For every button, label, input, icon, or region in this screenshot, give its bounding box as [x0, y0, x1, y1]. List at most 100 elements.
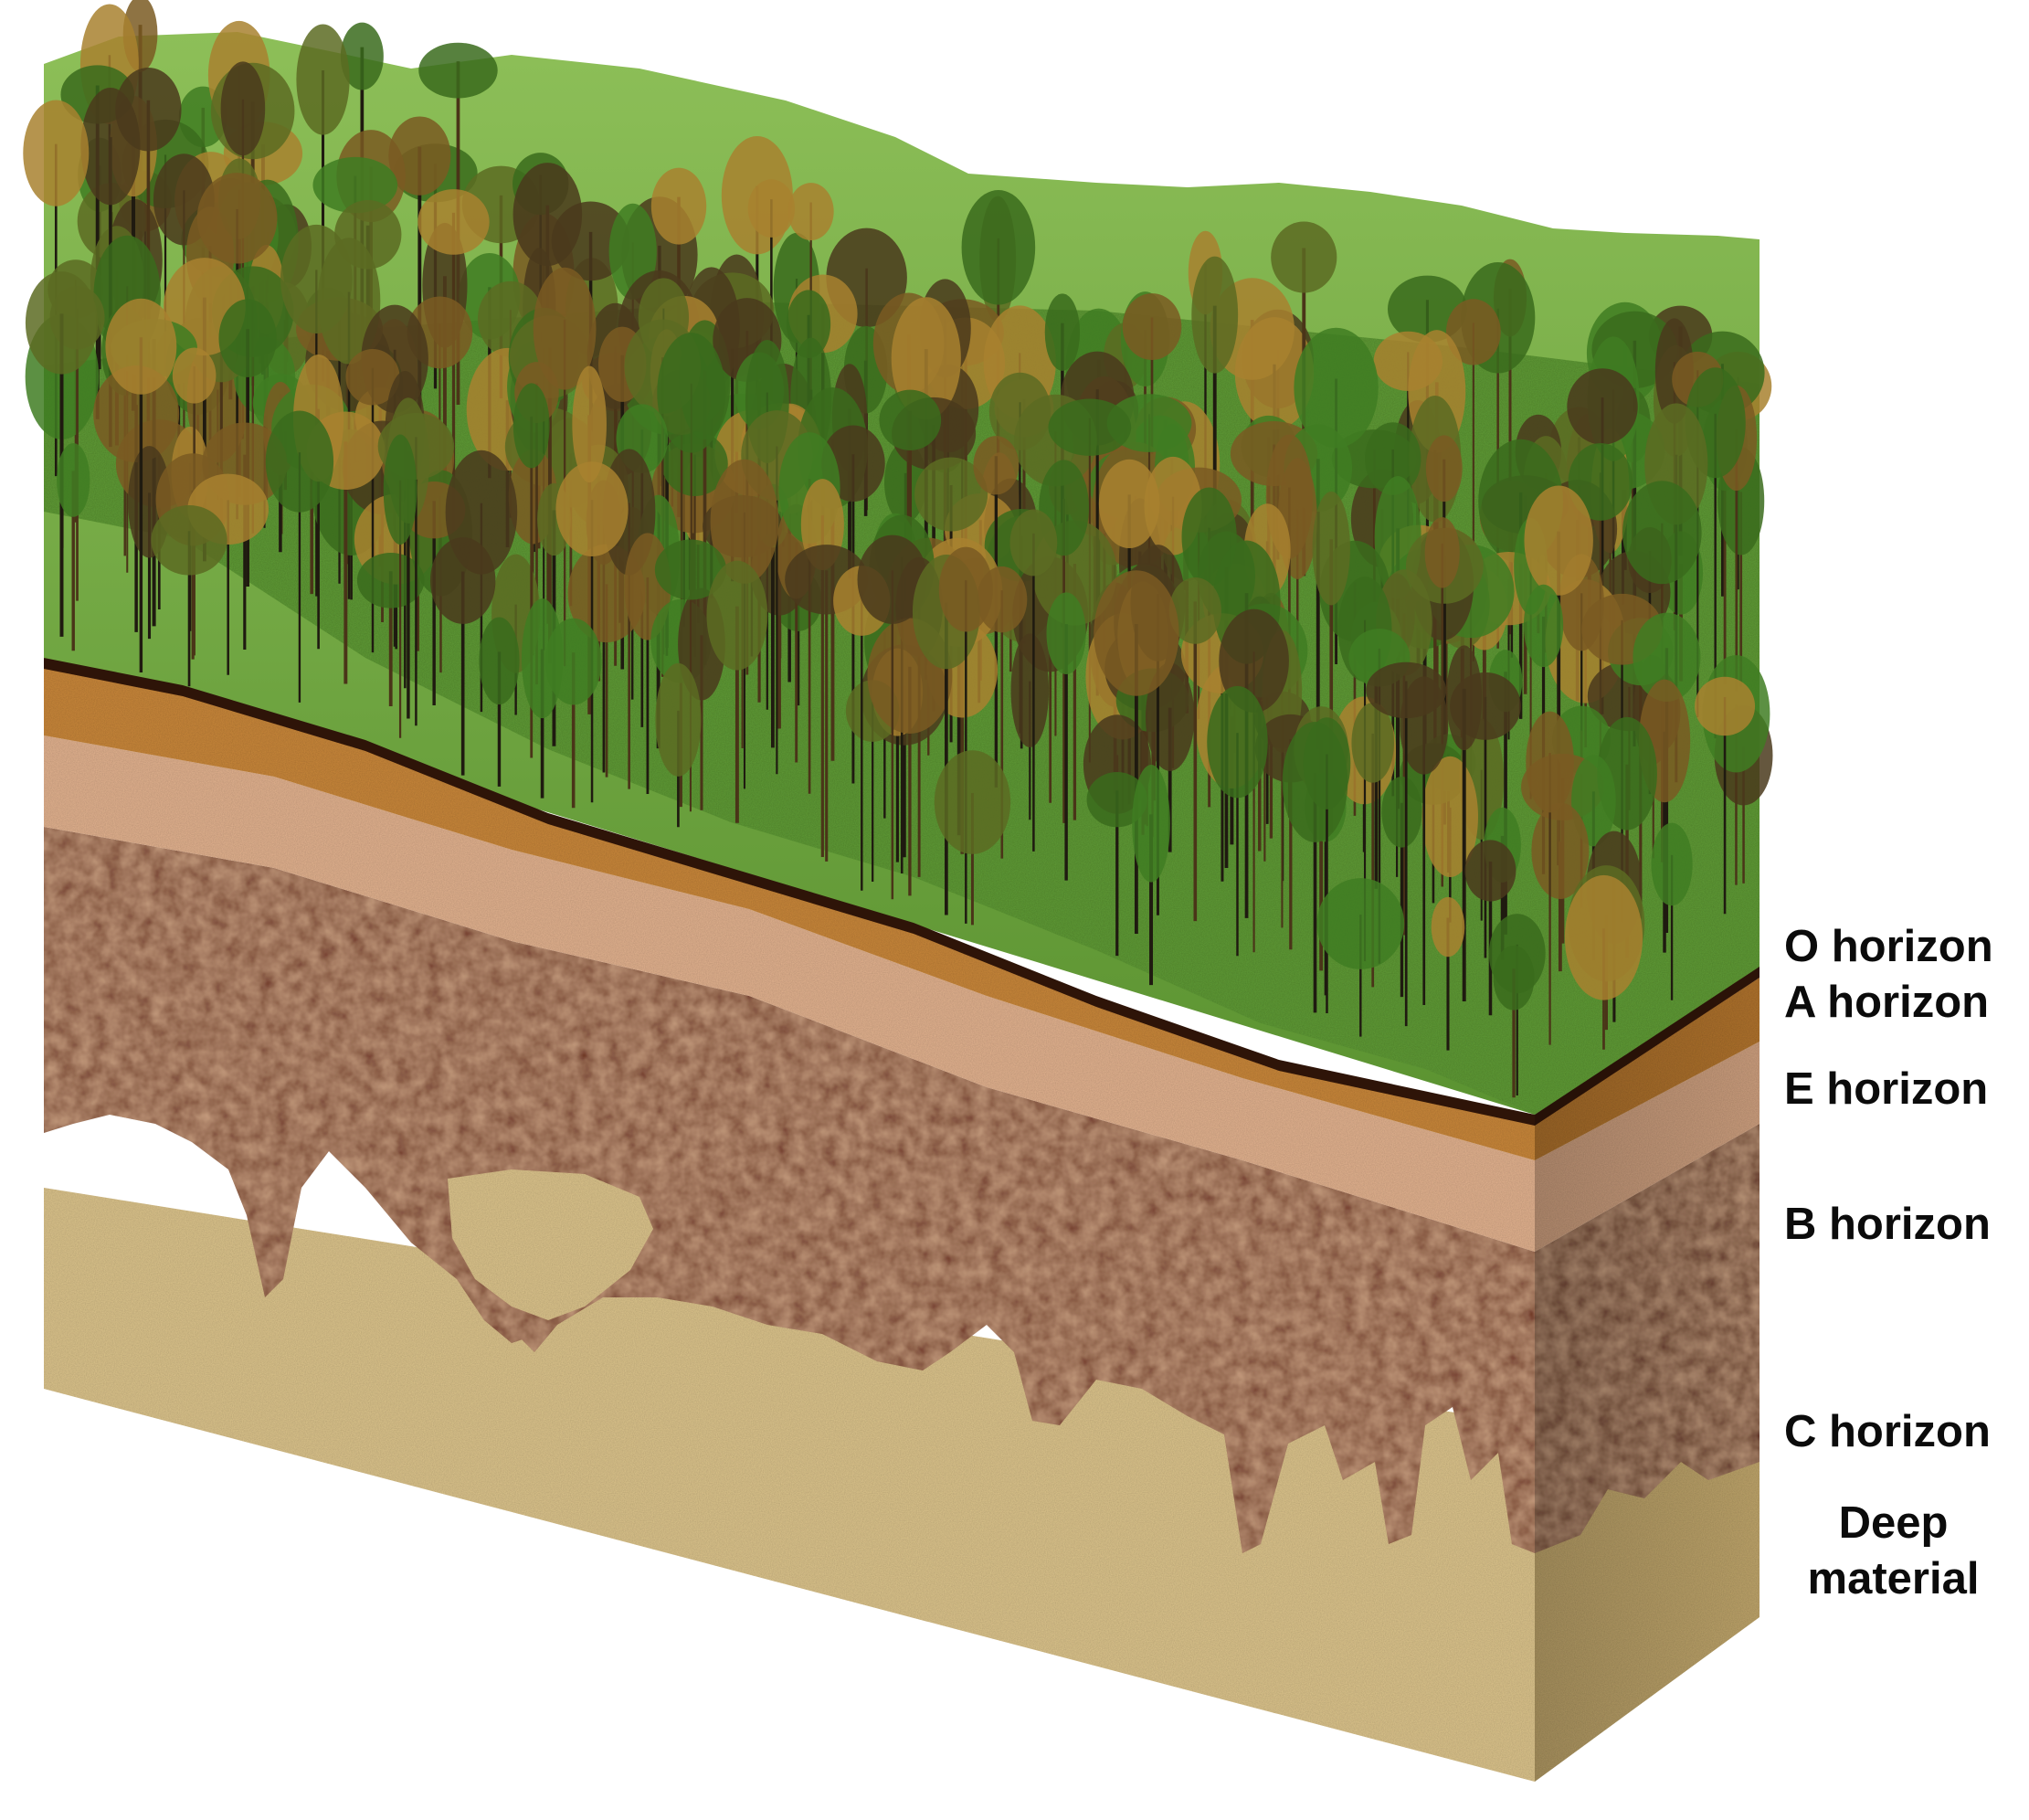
tree-crown — [747, 179, 796, 238]
tree-crown — [1312, 491, 1350, 606]
tree-crown — [340, 22, 384, 90]
tree-crown — [479, 617, 520, 705]
tree-crown — [1234, 317, 1315, 430]
tree-crown — [429, 537, 496, 624]
side-shading — [1535, 967, 1760, 1782]
tree-crown — [934, 750, 1011, 854]
soil-side-face — [1535, 967, 1760, 1782]
tree-crown — [312, 156, 398, 214]
tree-crown — [1303, 717, 1351, 809]
tree-crown — [1446, 645, 1483, 751]
tree-crown — [533, 267, 597, 390]
tree-crown — [317, 238, 381, 365]
tree-crown — [973, 436, 1020, 495]
tree-crown — [1633, 612, 1701, 702]
tree-crown — [1524, 485, 1593, 596]
tree-crown — [1316, 878, 1405, 969]
tree-crown — [105, 298, 177, 395]
tree-crown — [1009, 509, 1058, 577]
tree-crown — [1094, 570, 1179, 696]
tree-crown — [1351, 703, 1394, 783]
tree-crown — [1622, 481, 1702, 585]
tree-crown — [657, 333, 726, 453]
tree-crown — [555, 461, 629, 557]
tree-crown — [891, 297, 961, 420]
landscape-surface — [23, 0, 1773, 1115]
horizon-label-a: A horizon — [1784, 978, 1990, 1027]
tree-crown — [1381, 776, 1422, 848]
tree-crown — [710, 459, 779, 584]
c-horizon-pocket — [448, 1169, 653, 1320]
tree-crown — [1046, 592, 1086, 674]
tree-crown — [1010, 633, 1050, 747]
tree-crown — [218, 299, 277, 377]
tree-crown — [1132, 765, 1170, 883]
tree-crown — [1695, 676, 1756, 736]
horizon-label-o: O horizon — [1784, 922, 1993, 971]
tree-crown — [650, 167, 707, 245]
tree-crown — [1445, 299, 1501, 365]
tree-crown — [1122, 293, 1182, 361]
tree-crown — [857, 534, 928, 624]
tree-crown — [1366, 661, 1447, 719]
forest-canopy — [23, 0, 1773, 1098]
tree-crown — [1493, 945, 1535, 1011]
tree-crown — [1523, 584, 1564, 668]
tree-crown — [265, 410, 334, 513]
tree-crown — [1567, 368, 1638, 445]
tree-crown — [787, 290, 831, 359]
tree-crown — [1564, 874, 1643, 1000]
tree-crown — [80, 87, 141, 206]
tree-crown — [23, 100, 90, 206]
tree-crown — [356, 552, 425, 608]
tree-crown — [1086, 772, 1147, 828]
tree-crown — [1431, 896, 1465, 958]
tree-crown — [1168, 577, 1221, 644]
b-horizon-front — [44, 827, 1535, 1553]
a-horizon-front — [44, 667, 1535, 1160]
tree-crown — [417, 189, 490, 255]
deep-material-line-2: material — [1807, 1554, 1980, 1603]
tree-crown — [1207, 685, 1268, 799]
tree-crown — [220, 61, 266, 156]
tree-crown — [654, 539, 727, 600]
tree-crown — [296, 24, 350, 135]
tree-crown — [151, 504, 227, 576]
tree-crown — [1464, 840, 1516, 902]
tree-crown — [1425, 435, 1463, 503]
tree-crown — [383, 434, 417, 545]
tree-crown — [172, 347, 217, 404]
tree-crown — [1191, 256, 1239, 374]
tree-crown — [1531, 802, 1590, 899]
tree-crown — [93, 365, 180, 463]
deep-material-line-1: Deep — [1838, 1498, 1949, 1548]
horizon-label-c: C horizon — [1784, 1407, 1991, 1456]
o-horizon-front — [44, 658, 1535, 1126]
tree-crown — [938, 546, 993, 632]
tree-crown — [1048, 398, 1132, 456]
horizon-label-e: E horizon — [1784, 1064, 1989, 1114]
deep-material-label: Deep material — [1786, 1501, 2001, 1602]
tree-crown — [961, 190, 1036, 305]
tree-crown — [787, 183, 834, 241]
tree-crown — [196, 173, 278, 264]
tree-crown — [345, 349, 400, 406]
soil-front-face — [44, 658, 1535, 1782]
tree-crown — [1044, 293, 1081, 371]
tree-crown — [1424, 517, 1460, 588]
c-horizon-front — [44, 1188, 1535, 1782]
tree-crown — [1098, 459, 1160, 549]
tree-crown — [879, 389, 942, 450]
tree-crown — [513, 383, 550, 469]
tree-crown — [57, 443, 90, 517]
tree-crown — [914, 457, 988, 532]
tree-crown — [544, 618, 602, 705]
tree-crown — [1294, 327, 1379, 449]
tree-crown — [1271, 221, 1337, 293]
tree-crown — [25, 271, 99, 375]
tree-crown — [1365, 422, 1421, 495]
tree-crown — [418, 42, 498, 99]
tree-crown — [1651, 822, 1693, 906]
tree-crown — [655, 662, 702, 777]
